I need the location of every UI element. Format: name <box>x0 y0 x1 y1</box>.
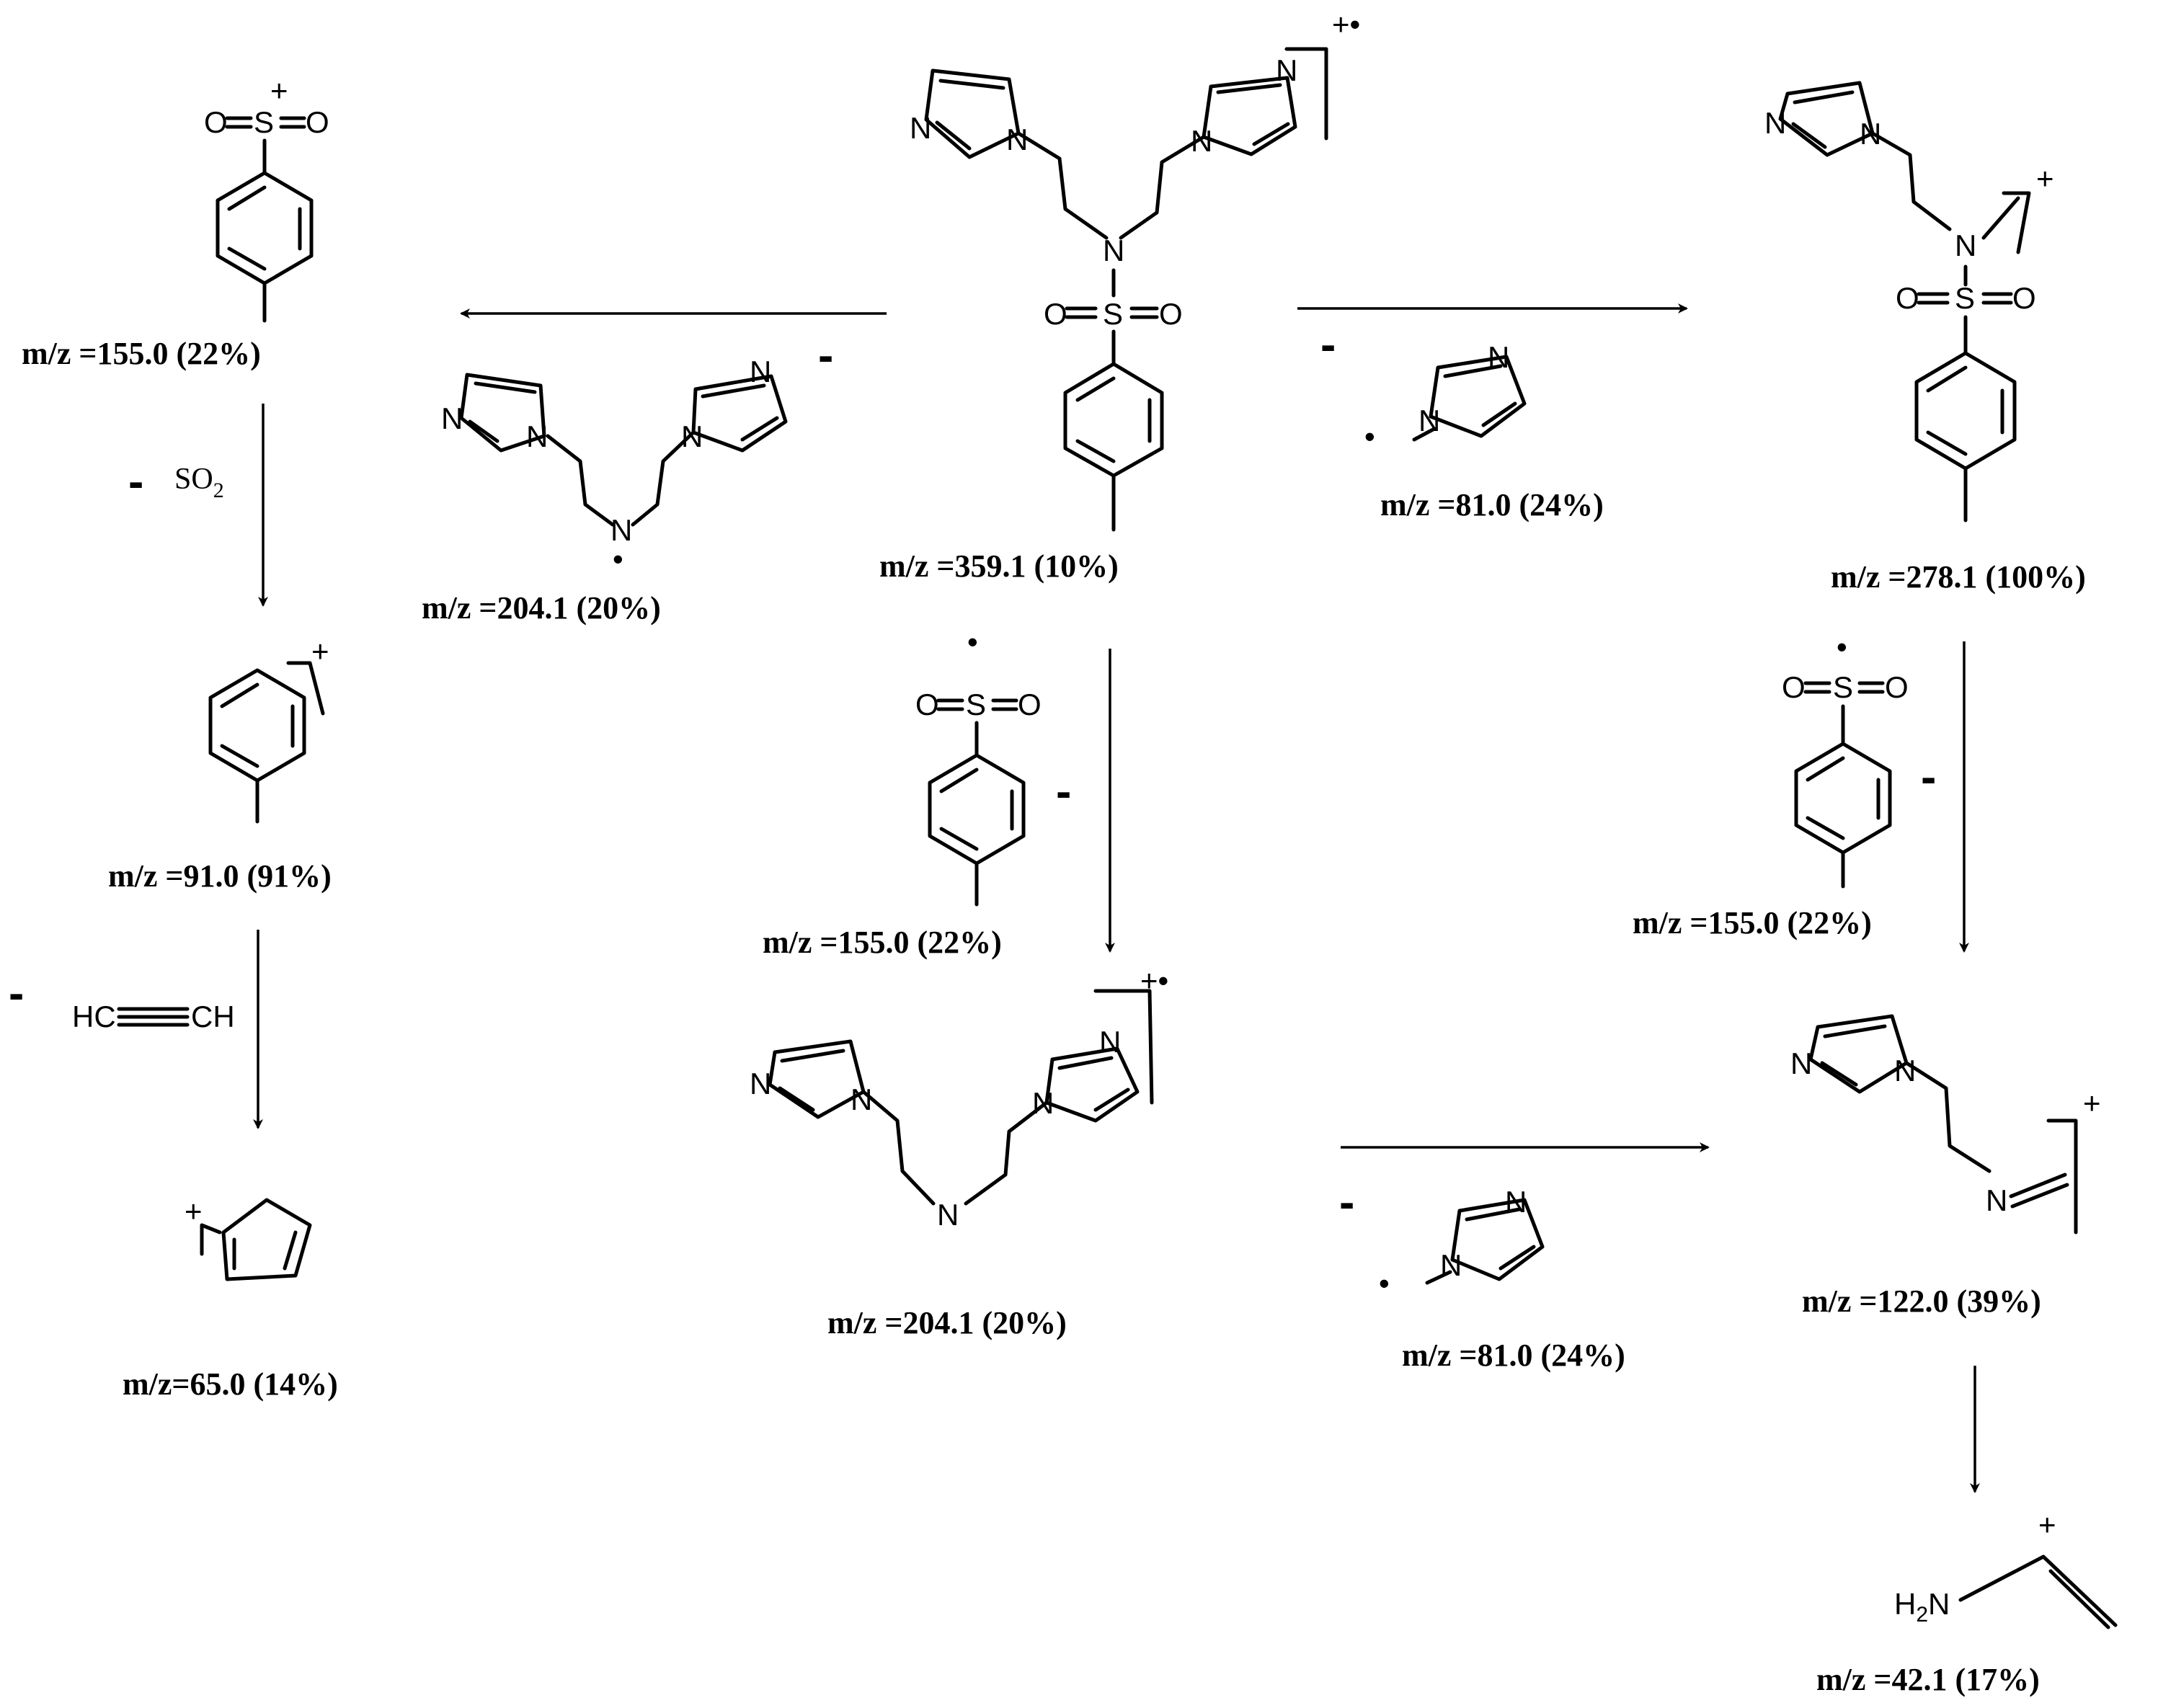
label-diamine-radical-left: m/z =204.1 (20%) <box>422 590 661 626</box>
atom-N: N <box>681 419 703 453</box>
label-imidazolyl-bottom: m/z =81.0 (24%) <box>1402 1338 1625 1373</box>
diamine-radical-cation-structure: N N N N N +• <box>750 964 1168 1232</box>
loss-minus-diamine: - <box>818 329 833 381</box>
parent-ion-structure: N N N N N S O O +• <box>910 7 1360 532</box>
atom-O: O <box>1885 670 1909 704</box>
atom-O: O <box>1159 297 1183 331</box>
atom-O: O <box>2012 281 2036 315</box>
radical-dot: • <box>1364 419 1375 453</box>
atom-S: S <box>1833 670 1853 704</box>
diamine-radical-structure: N N N N N • <box>441 355 788 576</box>
label-parent: m/z =359.1 (10%) <box>879 548 1119 584</box>
atom-N: N <box>851 1082 872 1116</box>
atom-S: S <box>1103 297 1123 331</box>
label-imidazolyl-top-right: m/z =81.0 (24%) <box>1380 487 1604 522</box>
atom-N: N <box>750 1067 771 1100</box>
acetylene-ch: CH <box>191 1000 235 1033</box>
atom-N: N <box>1276 53 1297 87</box>
label-tosyl-top-left: m/z =155.0 (22%) <box>22 336 261 371</box>
atom-S: S <box>966 688 986 721</box>
atom-N: N <box>1764 106 1786 140</box>
atom-N: N <box>1418 404 1440 437</box>
label-vinylamine: m/z =42.1 (17%) <box>1816 1662 2040 1697</box>
tropylium-structure: + <box>208 634 329 824</box>
cyclopentadienyl-structure: + <box>185 1194 312 1281</box>
atom-N: N <box>526 419 548 453</box>
atom-O: O <box>204 105 228 139</box>
imidazolyl-radical-top-structure: N N • <box>1364 340 1527 453</box>
label-imine-ion: m/z =122.0 (39%) <box>1802 1284 2041 1319</box>
label-tosyl-right: m/z =155.0 (22%) <box>1633 905 1872 940</box>
atom-N: N <box>1488 340 1509 374</box>
label-tosyl-middle: m/z =155.0 (22%) <box>763 925 1002 960</box>
cation-charge: + <box>2038 1508 2056 1542</box>
atom-N: N <box>1006 123 1028 156</box>
reaction-arrows <box>253 303 1980 1493</box>
loss-so2: SO2 <box>174 463 224 502</box>
loss-minus-so2: - <box>128 455 143 507</box>
atom-O: O <box>1782 670 1806 704</box>
atom-O: O <box>1896 281 1919 315</box>
loss-minus-acetylene: - <box>9 967 24 1019</box>
atom-O: O <box>915 688 939 721</box>
acetylene-structure: HC CH <box>72 1000 235 1033</box>
cation-charge: + <box>2083 1086 2101 1120</box>
atom-S: S <box>1955 281 1975 315</box>
atom-O: O <box>1018 688 1042 721</box>
cation-charge: + <box>311 634 329 668</box>
atom-N: N <box>441 401 463 435</box>
atom-N: N <box>1860 117 1881 151</box>
atom-N: N <box>1790 1046 1812 1080</box>
tosyl-radical-right-structure: • O S O <box>1782 630 1909 889</box>
radical-cation-charge: +• <box>1332 7 1360 41</box>
sulfonamide-cation-structure: N N N + O S O <box>1764 81 2054 522</box>
tosyl-radical-middle-structure: • O S O <box>915 625 1042 907</box>
atom-N: N <box>937 1198 959 1232</box>
radical-cation-charge: +• <box>1140 964 1168 997</box>
atom-O: O <box>306 105 329 139</box>
atom-N: N <box>610 513 632 547</box>
atom-O: O <box>1044 297 1067 331</box>
tosyl-cation-structure: + O S O <box>204 74 329 323</box>
imidazolyl-radical-bottom-structure: N N • <box>1379 1185 1545 1300</box>
loss-minus-imidazolyl-bottom: - <box>1339 1176 1354 1228</box>
label-diamine-center: m/z =204.1 (20%) <box>827 1305 1067 1340</box>
atom-N: N <box>1103 233 1124 267</box>
atom-N: N <box>1894 1054 1916 1087</box>
cation-charge: + <box>185 1194 203 1228</box>
cation-charge: + <box>2036 161 2054 195</box>
atom-N: N <box>750 355 771 388</box>
radical-dot: • <box>967 625 978 659</box>
atom-N: N <box>1099 1025 1121 1059</box>
cation-charge: + <box>270 74 288 107</box>
acetylene-hc: HC <box>72 1000 116 1033</box>
atom-N: N <box>1032 1086 1054 1120</box>
loss-minus-imidazolyl-top: - <box>1320 319 1336 370</box>
loss-minus-tosyl-right: - <box>1921 751 1936 803</box>
radical-dot: • <box>1837 630 1847 664</box>
atom-N: N <box>1955 228 1976 262</box>
vinylamine-cation-structure: H2N + <box>1894 1508 2118 1629</box>
radical-dot: • <box>613 542 623 576</box>
loss-minus-tosyl-middle: - <box>1056 765 1071 817</box>
label-sulfonamide-right: m/z =278.1 (100%) <box>1831 559 2086 595</box>
label-cyclopentadienyl: m/z=65.0 (14%) <box>123 1366 338 1402</box>
atom-S: S <box>254 105 274 139</box>
atom-N: N <box>1505 1185 1527 1219</box>
atom-N: N <box>910 111 931 145</box>
atom-h2n: H2N <box>1894 1587 1950 1627</box>
atom-N: N <box>1440 1248 1462 1282</box>
radical-dot: • <box>1379 1266 1390 1300</box>
atom-N: N <box>1986 1183 2007 1217</box>
imine-cation-structure: N N N + <box>1790 1014 2101 1235</box>
label-tropylium: m/z =91.0 (91%) <box>108 858 332 894</box>
atom-N: N <box>1191 124 1212 158</box>
